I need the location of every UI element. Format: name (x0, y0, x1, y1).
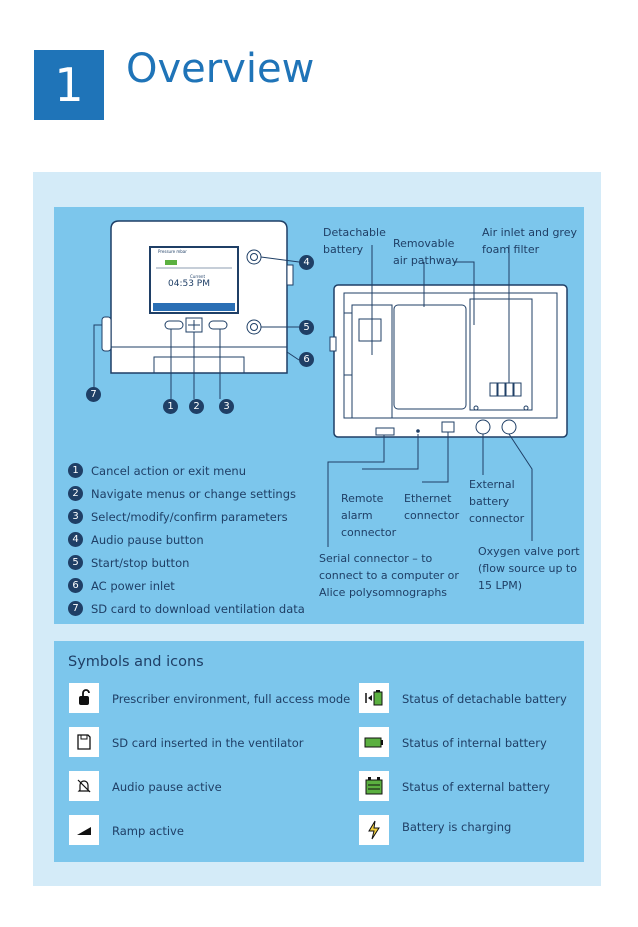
legend-item: 4 Audio pause button (68, 528, 305, 551)
detachable-battery-icon (359, 683, 389, 713)
legend-item: 1 Cancel action or exit menu (68, 459, 305, 482)
callout-6: 6 (299, 352, 314, 367)
front-view-device (93, 220, 300, 399)
legend-number: 7 (68, 601, 83, 616)
audio-pause-icon (69, 771, 99, 801)
symbol-text: SD card inserted in the ventilator (112, 736, 304, 750)
symbol-text: Battery is charging (402, 820, 512, 834)
callout-3: 3 (219, 399, 234, 414)
symbol-text: Status of detachable battery (402, 692, 567, 706)
ramp-icon (69, 815, 99, 845)
screen-time: 04:53 PM (168, 279, 210, 289)
legend-item: 6 AC power inlet (68, 574, 305, 597)
charging-icon (359, 815, 389, 845)
legend-number: 1 (68, 463, 83, 478)
device-illustrations (93, 220, 568, 547)
legend-item: 3 Select/modify/confirm parameters (68, 505, 305, 528)
symbol-text: Audio pause active (112, 780, 222, 794)
legend-item: 2 Navigate menus or change settings (68, 482, 305, 505)
back-view-device (327, 245, 568, 547)
callout-7: 7 (86, 387, 101, 402)
sd-card-icon (69, 727, 99, 757)
legend-text: AC power inlet (91, 578, 175, 593)
screen-time-label: Current (190, 274, 206, 279)
unlock-icon (69, 683, 99, 713)
legend-number: 6 (68, 578, 83, 593)
internal-battery-icon (359, 727, 389, 757)
legend-number: 2 (68, 486, 83, 501)
legend-text: Select/modify/confirm parameters (91, 509, 288, 524)
symbol-text: Prescriber environment, full access mode (112, 692, 351, 706)
callout-1: 1 (163, 399, 178, 414)
legend-text: SD card to download ventilation data (91, 601, 305, 616)
symbol-text: Ramp active (112, 824, 184, 838)
screen-top-text: Pressure mbar (158, 249, 187, 254)
legend-item: 5 Start/stop button (68, 551, 305, 574)
callout-4: 4 (299, 255, 314, 270)
external-battery-icon (359, 771, 389, 801)
chapter-number: 1 (34, 50, 104, 120)
legend-text: Navigate menus or change settings (91, 486, 296, 501)
symbols-panel (54, 641, 584, 862)
legend-number: 5 (68, 555, 83, 570)
page-title: Overview (126, 46, 315, 92)
legend-text: Cancel action or exit menu (91, 463, 246, 478)
legend-number: 3 (68, 509, 83, 524)
symbol-text: Status of internal battery (402, 736, 547, 750)
legend-text: Start/stop button (91, 555, 190, 570)
symbol-text: Status of external battery (402, 780, 550, 794)
callout-5: 5 (299, 320, 314, 335)
legend-item: 7 SD card to download ventilation data (68, 597, 305, 620)
legend-number: 4 (68, 532, 83, 547)
legend-text: Audio pause button (91, 532, 204, 547)
callout-2: 2 (189, 399, 204, 414)
symbols-title: Symbols and icons (68, 654, 204, 670)
numbered-legend: 1 Cancel action or exit menu 2 Navigate me… (68, 459, 305, 620)
